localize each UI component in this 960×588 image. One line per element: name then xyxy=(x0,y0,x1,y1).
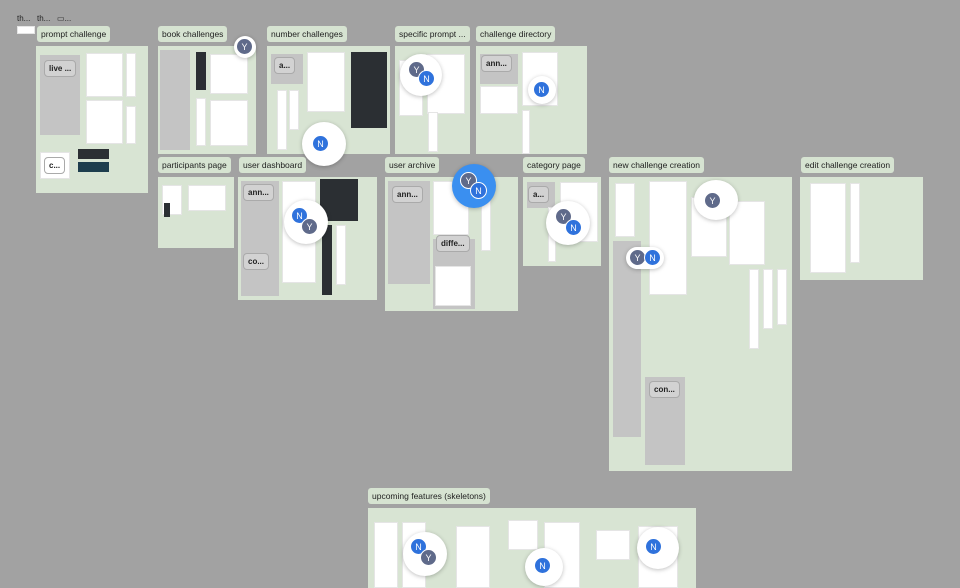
avatar-y: Y xyxy=(420,549,437,566)
avatar-n: N xyxy=(533,81,550,98)
annotation-card[interactable]: ann... xyxy=(481,55,512,72)
collaborator-cursor-group: N xyxy=(525,548,563,586)
section-participants-page[interactable] xyxy=(158,177,234,248)
collaborator-cursor-group: Y xyxy=(234,36,256,58)
frame-thumbnail[interactable] xyxy=(188,185,226,211)
frame-thumbnail[interactable] xyxy=(336,225,346,285)
frame-thumbnail[interactable] xyxy=(596,530,630,560)
section-label[interactable]: user archive xyxy=(385,157,440,173)
avatar-n: N xyxy=(312,135,329,152)
annotation-card[interactable]: ann... xyxy=(243,184,274,201)
frame-thumbnail[interactable] xyxy=(777,269,787,325)
frame-thumbnail[interactable] xyxy=(322,225,332,295)
frame-thumbnail[interactable] xyxy=(78,149,109,159)
frame-thumbnail[interactable] xyxy=(78,162,109,172)
annotation-card[interactable]: c... xyxy=(44,157,66,174)
page-tab[interactable]: th... xyxy=(37,14,51,23)
collaborator-cursor-group: Y xyxy=(694,180,738,220)
avatar-n: N xyxy=(534,557,551,574)
section-label[interactable]: number challenges xyxy=(267,26,347,42)
section-new-challenge-creation[interactable] xyxy=(609,177,792,471)
annotation-card[interactable]: con... xyxy=(649,381,680,398)
avatar-n: N xyxy=(418,70,435,87)
frame-thumbnail[interactable] xyxy=(763,269,773,329)
section-label[interactable]: participants page xyxy=(158,157,231,173)
frame-thumbnail[interactable] xyxy=(850,183,860,263)
avatar-y: Y xyxy=(704,192,721,209)
avatar-n: N xyxy=(644,249,661,266)
frame-thumbnail[interactable] xyxy=(126,53,136,97)
frame-thumbnail[interactable] xyxy=(164,203,170,217)
page-tab[interactable]: ▭... xyxy=(57,14,72,23)
frame-thumbnail[interactable] xyxy=(86,53,123,97)
frame-thumbnail[interactable] xyxy=(196,98,206,146)
frame-thumbnail[interactable] xyxy=(374,522,398,588)
section-label[interactable]: challenge directory xyxy=(476,26,556,42)
collaborator-cursor-group: N xyxy=(528,76,556,104)
annotation-card[interactable]: co... xyxy=(243,253,270,270)
collaborator-cursor-group: N xyxy=(302,122,346,166)
frame-thumbnail[interactable] xyxy=(160,50,190,150)
frame-thumbnail[interactable] xyxy=(522,110,530,154)
frame-thumbnail[interactable] xyxy=(613,241,641,437)
frame-thumbnail[interactable] xyxy=(277,90,287,150)
frame-icon: ▭ xyxy=(57,14,65,23)
frame-thumbnail[interactable] xyxy=(615,183,635,237)
frame-thumbnail[interactable] xyxy=(508,520,538,550)
frame-thumbnail[interactable] xyxy=(428,112,438,152)
frame-thumbnail[interactable] xyxy=(210,100,248,146)
annotation-card[interactable]: a... xyxy=(528,186,550,203)
frame-thumbnail[interactable] xyxy=(17,26,35,34)
section-book-challenges[interactable] xyxy=(158,46,256,154)
avatar-n: N xyxy=(470,182,487,199)
frame-thumbnail[interactable] xyxy=(649,181,687,295)
avatar-y: Y xyxy=(301,218,318,235)
section-label[interactable]: category page xyxy=(523,157,585,173)
frame-thumbnail[interactable] xyxy=(480,86,518,114)
avatar-n: N xyxy=(645,538,662,555)
section-label[interactable]: new challenge creation xyxy=(609,157,704,173)
annotation-card[interactable]: live ... xyxy=(44,60,77,77)
annotation-card[interactable]: a... xyxy=(274,57,296,74)
frame-thumbnail[interactable] xyxy=(196,52,206,90)
avatar-y: Y xyxy=(236,38,253,55)
frame-thumbnail[interactable] xyxy=(351,52,387,128)
section-label[interactable]: upcoming features (skeletons) xyxy=(368,488,490,504)
section-label[interactable]: prompt challenge xyxy=(37,26,111,42)
section-label[interactable]: edit challenge creation xyxy=(801,157,895,173)
annotation-card[interactable]: ann... xyxy=(392,186,423,203)
frame-thumbnail[interactable] xyxy=(749,269,759,349)
section-label[interactable]: book challenges xyxy=(158,26,228,42)
frame-thumbnail[interactable] xyxy=(456,526,490,588)
section-label[interactable]: user dashboard xyxy=(239,157,307,173)
frame-thumbnail[interactable] xyxy=(86,100,123,144)
avatar-n: N xyxy=(565,219,582,236)
section-edit-challenge-creation[interactable] xyxy=(800,177,923,280)
frame-thumbnail[interactable] xyxy=(435,266,471,306)
frame-thumbnail[interactable] xyxy=(126,106,136,144)
frame-thumbnail[interactable] xyxy=(307,52,345,112)
section-label[interactable]: specific prompt ... xyxy=(395,26,470,42)
frame-thumbnail[interactable] xyxy=(210,54,248,94)
frame-thumbnail[interactable] xyxy=(729,201,765,265)
frame-thumbnail[interactable] xyxy=(289,90,299,130)
page-tab[interactable]: th... xyxy=(17,14,31,23)
annotation-card[interactable]: diffe... xyxy=(436,235,470,252)
collaborator-cursor-group: N xyxy=(637,527,679,569)
frame-thumbnail[interactable] xyxy=(810,183,846,273)
